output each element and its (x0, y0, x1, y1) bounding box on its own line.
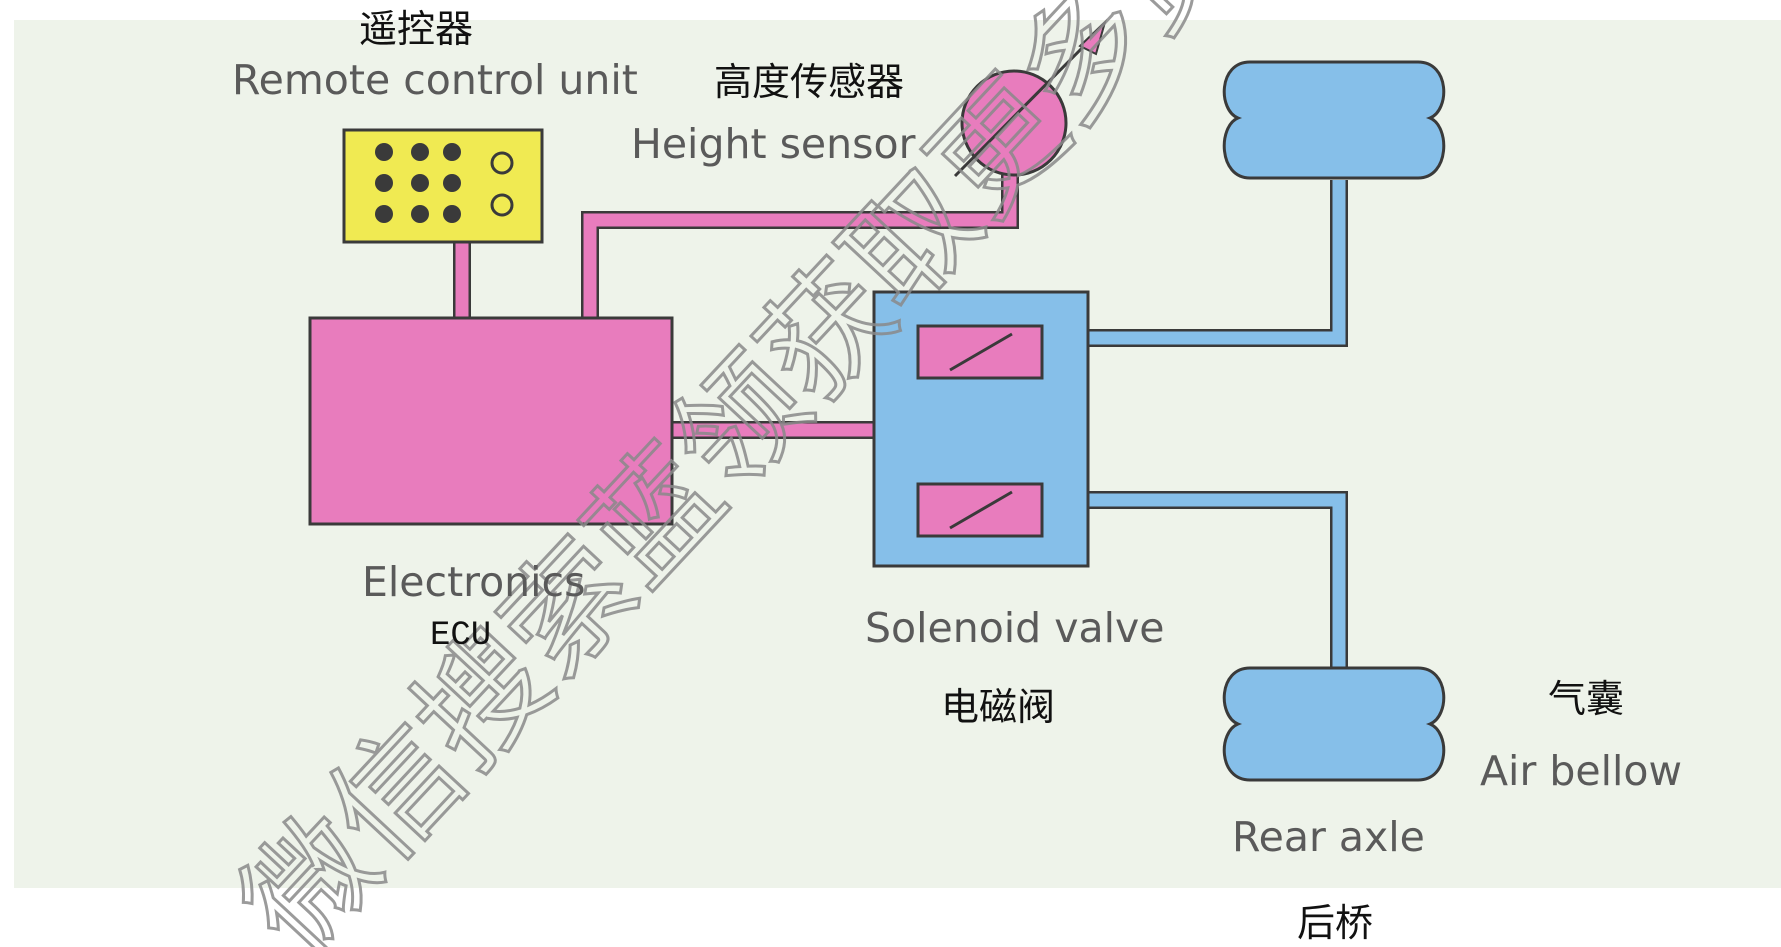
electronics-en-label: Electronics (362, 558, 586, 606)
solenoid-to-upper-bellow-line (1088, 180, 1348, 347)
remote-control-cn-label: 遥控器 (359, 7, 474, 51)
height-sensor (953, 18, 1107, 178)
rear-axle-cn-label: 后桥 (1297, 901, 1374, 945)
ecu-label: ECU (430, 617, 492, 655)
solenoid-valve-en-label: Solenoid valve (865, 604, 1165, 652)
solenoid-valve-cn-label: 电磁阀 (941, 685, 1056, 729)
upper-air-bellow (1222, 60, 1446, 180)
air-bellow-cn-label: 气囊 (1548, 677, 1625, 721)
ecu-box (308, 316, 674, 526)
lower-air-bellow (1222, 666, 1446, 782)
air-bellow-en-label: Air bellow (1480, 747, 1682, 795)
solenoid-valve (872, 290, 1090, 568)
height-sensor-cn-label: 高度传感器 (714, 60, 905, 104)
remote-control-en-label: Remote control unit (232, 56, 638, 104)
height-sensor-en-label: Height sensor (631, 120, 916, 168)
remote-control-unit (342, 128, 544, 244)
air-connections (1088, 180, 1348, 668)
rear-axle-en-label: Rear axle (1232, 813, 1425, 861)
electrical-connections (453, 175, 1019, 439)
